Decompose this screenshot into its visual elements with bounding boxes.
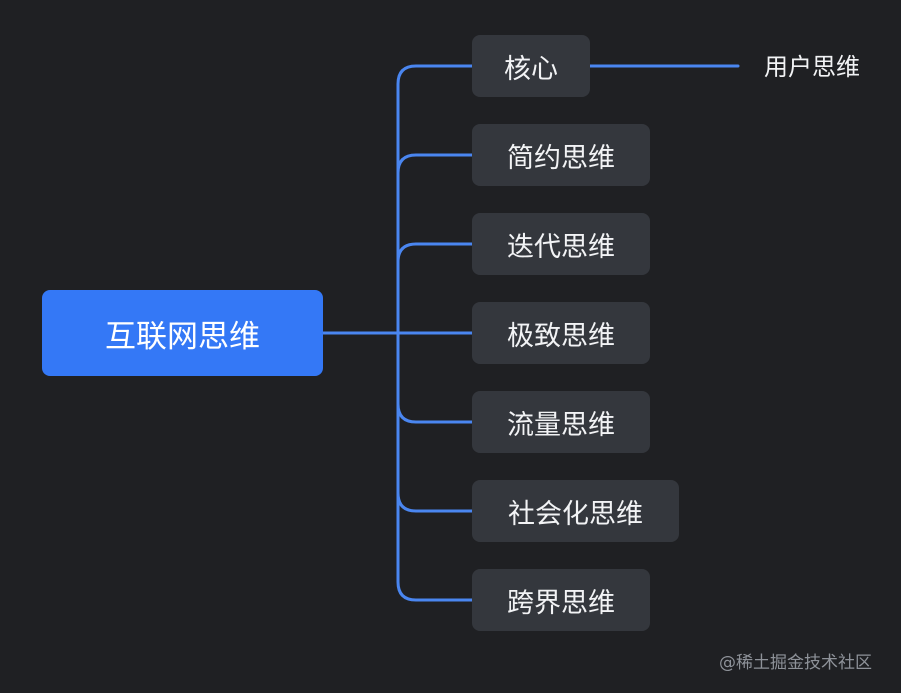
connector-flow [396, 402, 474, 424]
connector-iteration [396, 242, 474, 264]
child-node-social[interactable]: 社会化思维 [472, 480, 679, 542]
connector-simplicity [396, 153, 474, 175]
child-node-simplicity[interactable]: 简约思维 [472, 124, 650, 186]
child-node-iteration[interactable]: 迭代思维 [472, 213, 650, 275]
child-node-flow[interactable]: 流量思维 [472, 391, 650, 453]
watermark: @稀土掘金技术社区 [719, 653, 872, 673]
child-node-crossover[interactable]: 跨界思维 [472, 569, 650, 631]
lower-branch-connector [396, 331, 474, 602]
connector-social [396, 491, 474, 513]
root-node[interactable]: 互联网思维 [42, 290, 323, 376]
upper-branch-connector [396, 64, 474, 335]
leaf-node-user[interactable]: 用户思维 [764, 52, 860, 81]
child-node-core[interactable]: 核心 [472, 35, 590, 97]
child-node-extreme[interactable]: 极致思维 [472, 302, 650, 364]
